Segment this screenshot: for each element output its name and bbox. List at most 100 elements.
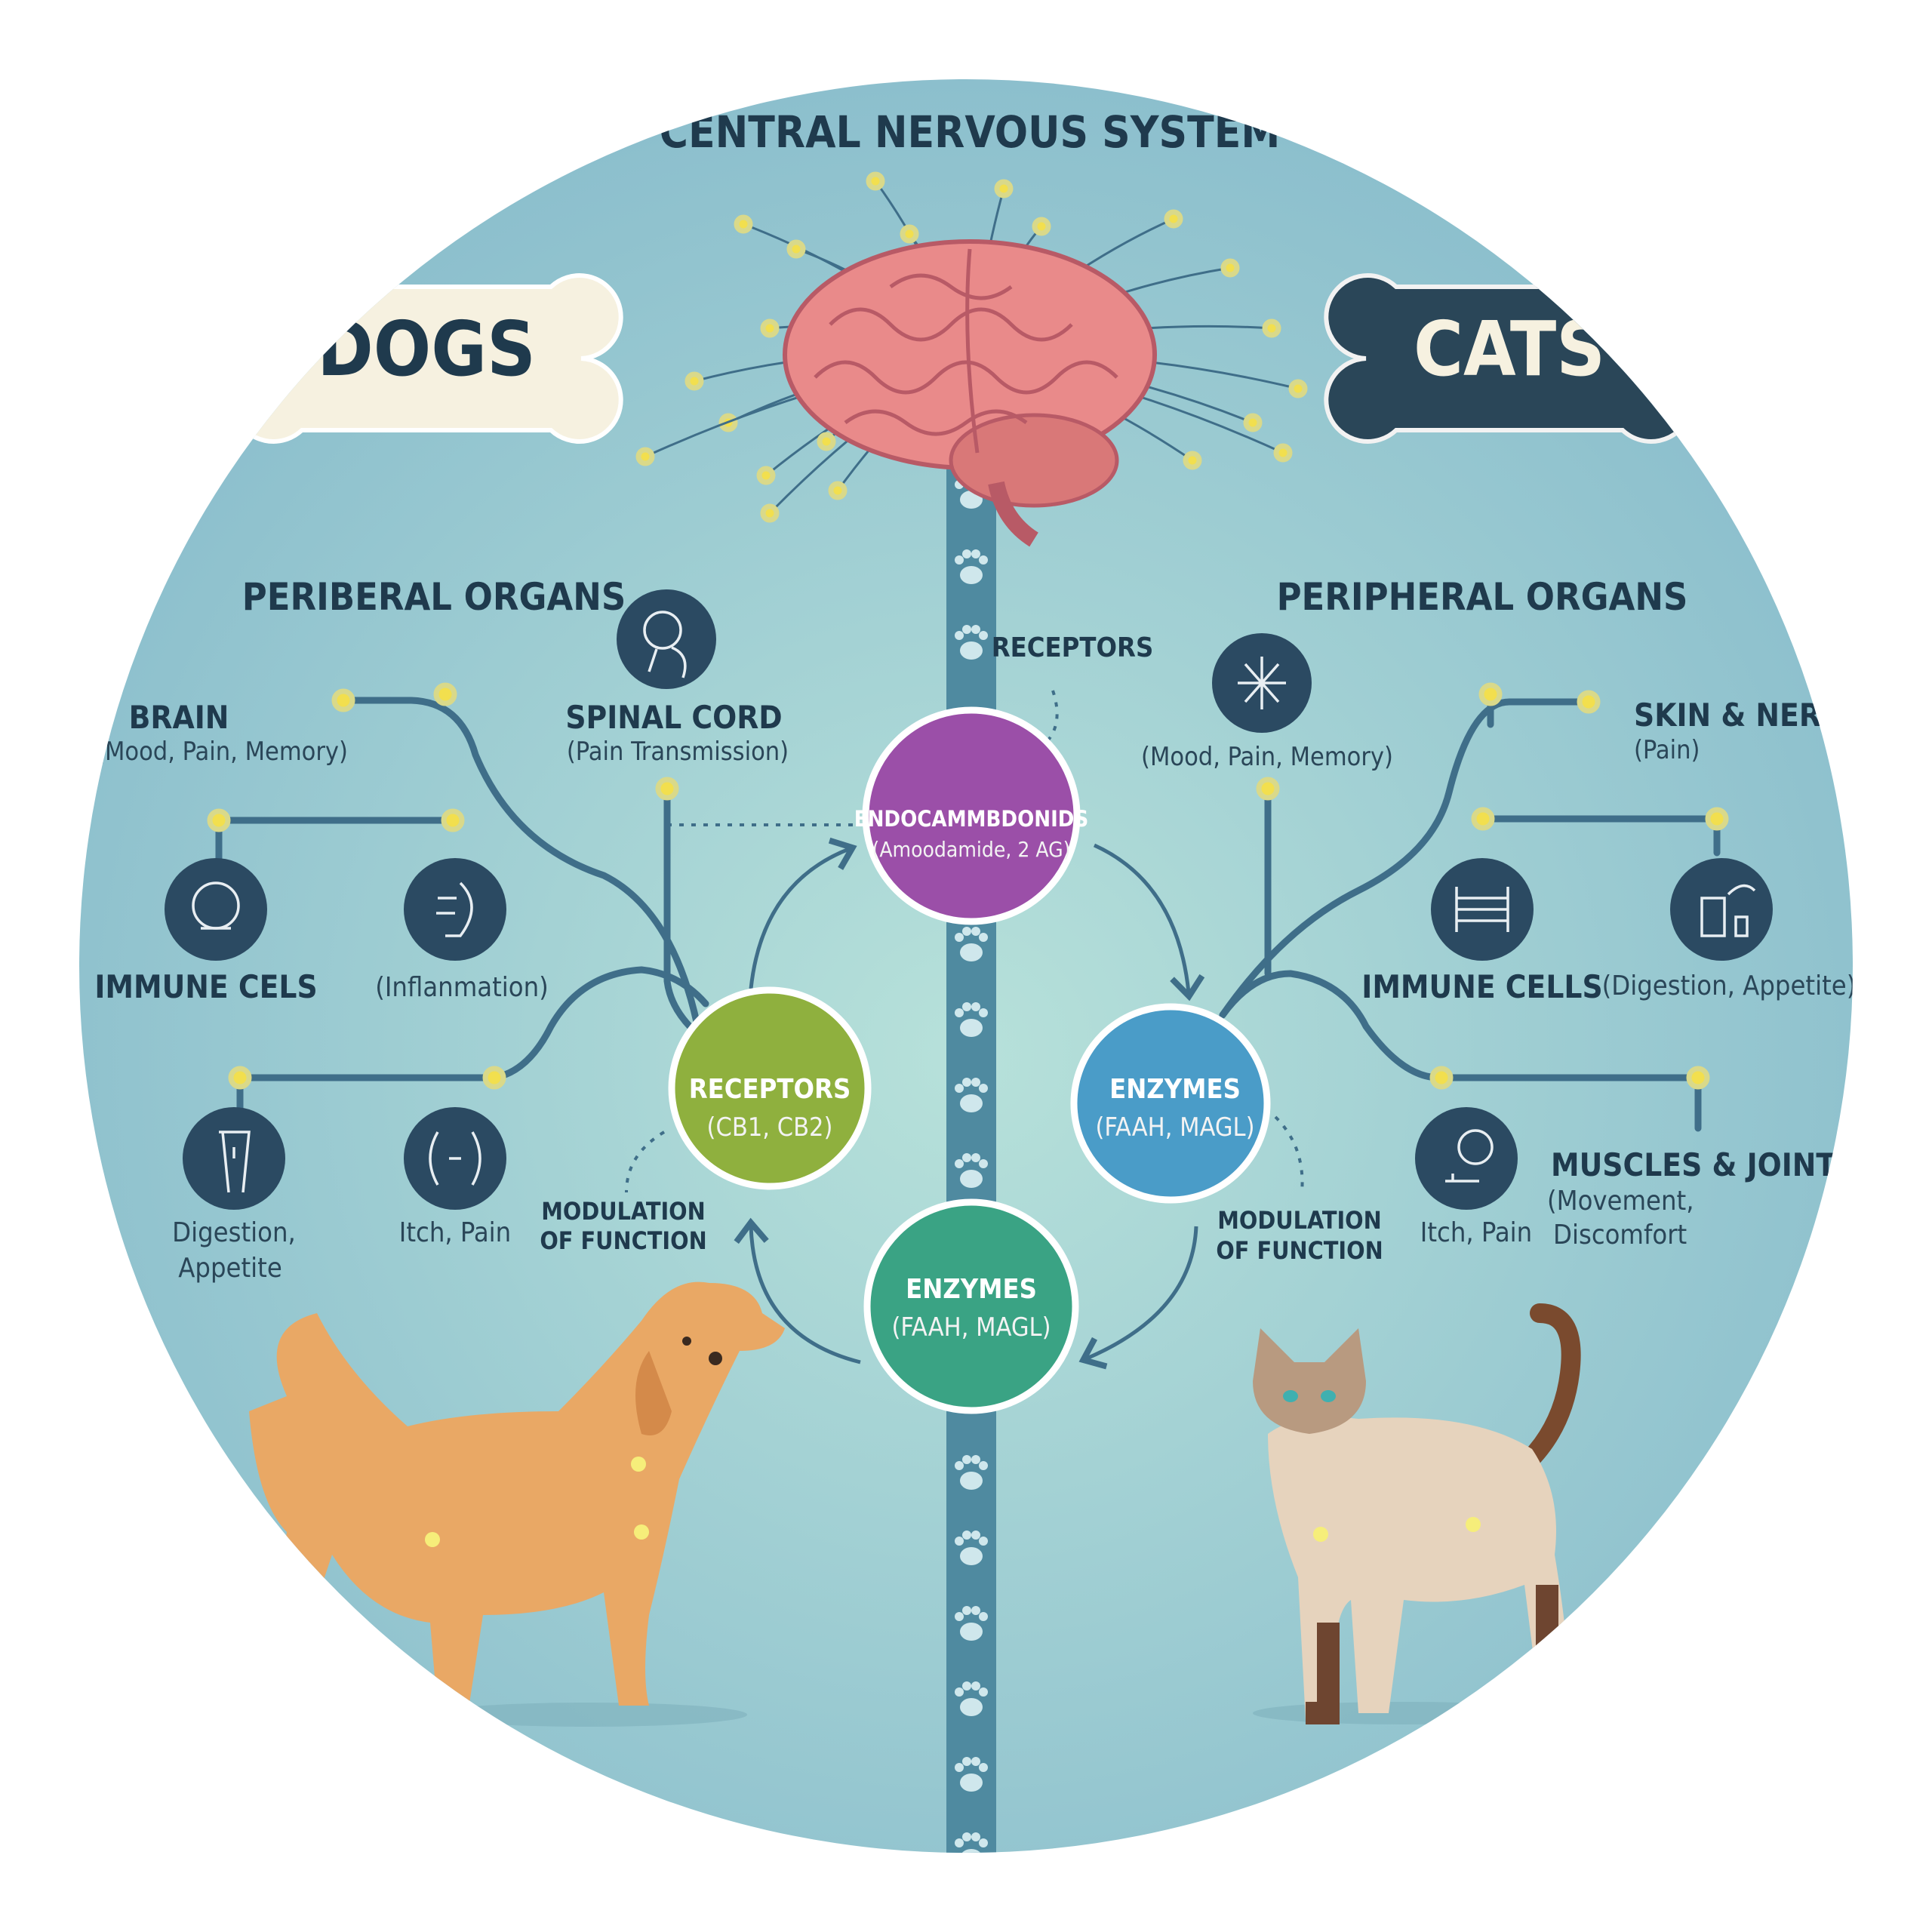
node-dot <box>433 682 457 706</box>
endocannabinoids-detail: (Amoodamide, 2 AG) <box>872 837 1071 862</box>
paw-toe <box>979 1159 988 1168</box>
cats-muscles-2: Discomfort <box>1553 1220 1687 1251</box>
neuron-node <box>1164 209 1183 229</box>
paw-toe <box>979 1612 988 1621</box>
paw-toe <box>971 549 980 558</box>
dogs-modulation-2: OF FUNCTION <box>540 1226 706 1255</box>
dogs-digestion-1: Digestion, <box>172 1217 296 1248</box>
paw-toe <box>979 1687 988 1697</box>
paw-toe <box>979 1008 988 1017</box>
paw-print-icon <box>955 1531 988 1565</box>
paw-print-icon <box>955 1757 988 1792</box>
paw-print-icon <box>955 1832 988 1853</box>
neuron-node <box>1288 379 1308 398</box>
paw-toe <box>971 1153 980 1162</box>
neuron-node <box>760 503 780 523</box>
paw-toe <box>979 1461 988 1470</box>
paw-toe <box>955 1008 964 1017</box>
node-dot <box>331 688 355 712</box>
cats-immune-icon <box>1431 858 1534 961</box>
paw-print-icon <box>955 549 988 584</box>
paw-toe <box>979 933 988 942</box>
neuron-node <box>760 318 780 338</box>
paw-pad <box>960 1094 983 1112</box>
inflammation-icon <box>404 858 506 961</box>
node-dot <box>655 777 679 801</box>
node-dot <box>1686 1066 1710 1090</box>
cats-skin-detail: (Pain) <box>1634 735 1700 765</box>
node-dot <box>1478 682 1503 706</box>
receptors-node[interactable]: RECEPTORS (CB1, CB2) <box>668 986 872 1190</box>
cns-title: CENTRAL NERVOUS SYSTEM <box>660 106 1281 158</box>
paw-toe <box>962 1606 971 1615</box>
paw-toe <box>962 549 971 558</box>
paw-toe <box>955 1461 964 1470</box>
paw-pad <box>960 1774 983 1792</box>
dogs-itch: Itch, Pain <box>399 1217 511 1248</box>
paw-toe <box>955 1612 964 1621</box>
paw-toe <box>962 1002 971 1011</box>
dogs-label: DOGS <box>317 305 536 393</box>
dog-illustration <box>249 1281 785 1727</box>
cats-muscles-title: MUSCLES & JOINTS <box>1551 1146 1856 1183</box>
paw-toe <box>962 1681 971 1690</box>
neuron-node <box>866 171 885 191</box>
neuron-node <box>900 224 919 244</box>
neuron-node <box>734 214 753 234</box>
digestion-icon <box>183 1107 285 1210</box>
paw-toe <box>962 625 971 634</box>
node-dot <box>1471 807 1495 831</box>
enzymes-bottom-detail: (FAAH, MAGL) <box>891 1312 1051 1343</box>
cats-immune-title: IMMUNE CELLS <box>1361 968 1602 1005</box>
paw-toe <box>971 1681 980 1690</box>
brain-icon <box>783 239 1157 547</box>
paw-toe <box>971 625 980 634</box>
itch-icon <box>404 1107 506 1210</box>
paw-toe <box>955 933 964 942</box>
node-dot <box>482 1066 506 1090</box>
paw-toe <box>979 1838 988 1847</box>
paw-toe <box>971 927 980 936</box>
paw-print-icon <box>955 1681 988 1716</box>
dogs-section-title: PERIBERAL ORGANS <box>242 575 626 619</box>
paw-toe <box>955 1838 964 1847</box>
cats-skin-title: SKIN & NERVES <box>1634 697 1883 734</box>
spine-column <box>946 468 996 1853</box>
neuron-node <box>1032 217 1051 236</box>
paw-pad <box>960 1547 983 1565</box>
paw-toe <box>979 1537 988 1546</box>
node-dot <box>228 1066 252 1090</box>
enzymes-bottom-node[interactable]: ENZYMES (FAAH, MAGL) <box>863 1198 1079 1414</box>
neuron-node <box>828 481 848 500</box>
paw-print-icon <box>955 625 988 660</box>
paw-toe <box>955 631 964 640</box>
neuron-node <box>1273 443 1293 463</box>
paw-pad <box>960 566 983 584</box>
cats-bone: CATS <box>1324 273 1695 444</box>
dogs-digestion-2: Appetite <box>178 1253 282 1284</box>
dogs-inflammation: (Inflanmation) <box>375 972 549 1003</box>
branch-brain <box>340 697 706 1053</box>
neuron-node <box>1183 451 1202 470</box>
cats-itch: Itch, Pain <box>1420 1217 1532 1248</box>
cats-muscles-1: (Movement, <box>1547 1186 1694 1217</box>
node-dot <box>441 808 465 832</box>
neuron-node <box>994 179 1014 198</box>
node-dot <box>1577 690 1601 714</box>
enzymes-right-node[interactable]: ENZYMES (FAAH, MAGL) <box>1070 1003 1271 1204</box>
cats-brain-detail: (Mood, Pain, Memory) <box>1141 742 1393 772</box>
endocannabinoids-node[interactable]: ENDOCAMMBDONIDS (Amoodamide, 2 AG) <box>854 706 1089 925</box>
paw-toe <box>979 1763 988 1772</box>
dogs-modulation-1: MODULATION <box>541 1197 705 1226</box>
dogs-brain-detail: (Mood, Pain, Memory) <box>96 737 348 767</box>
node-dot <box>1705 807 1729 831</box>
paw-pad <box>960 1698 983 1716</box>
paw-toe <box>955 1537 964 1546</box>
paw-toe <box>971 1078 980 1087</box>
paw-toe <box>971 1606 980 1615</box>
neuron-node <box>786 239 806 259</box>
paw-print-icon <box>955 1002 988 1037</box>
enzymes-right-detail: (FAAH, MAGL) <box>1095 1112 1254 1143</box>
paw-pad <box>960 1170 983 1188</box>
neuron-node <box>635 447 655 466</box>
